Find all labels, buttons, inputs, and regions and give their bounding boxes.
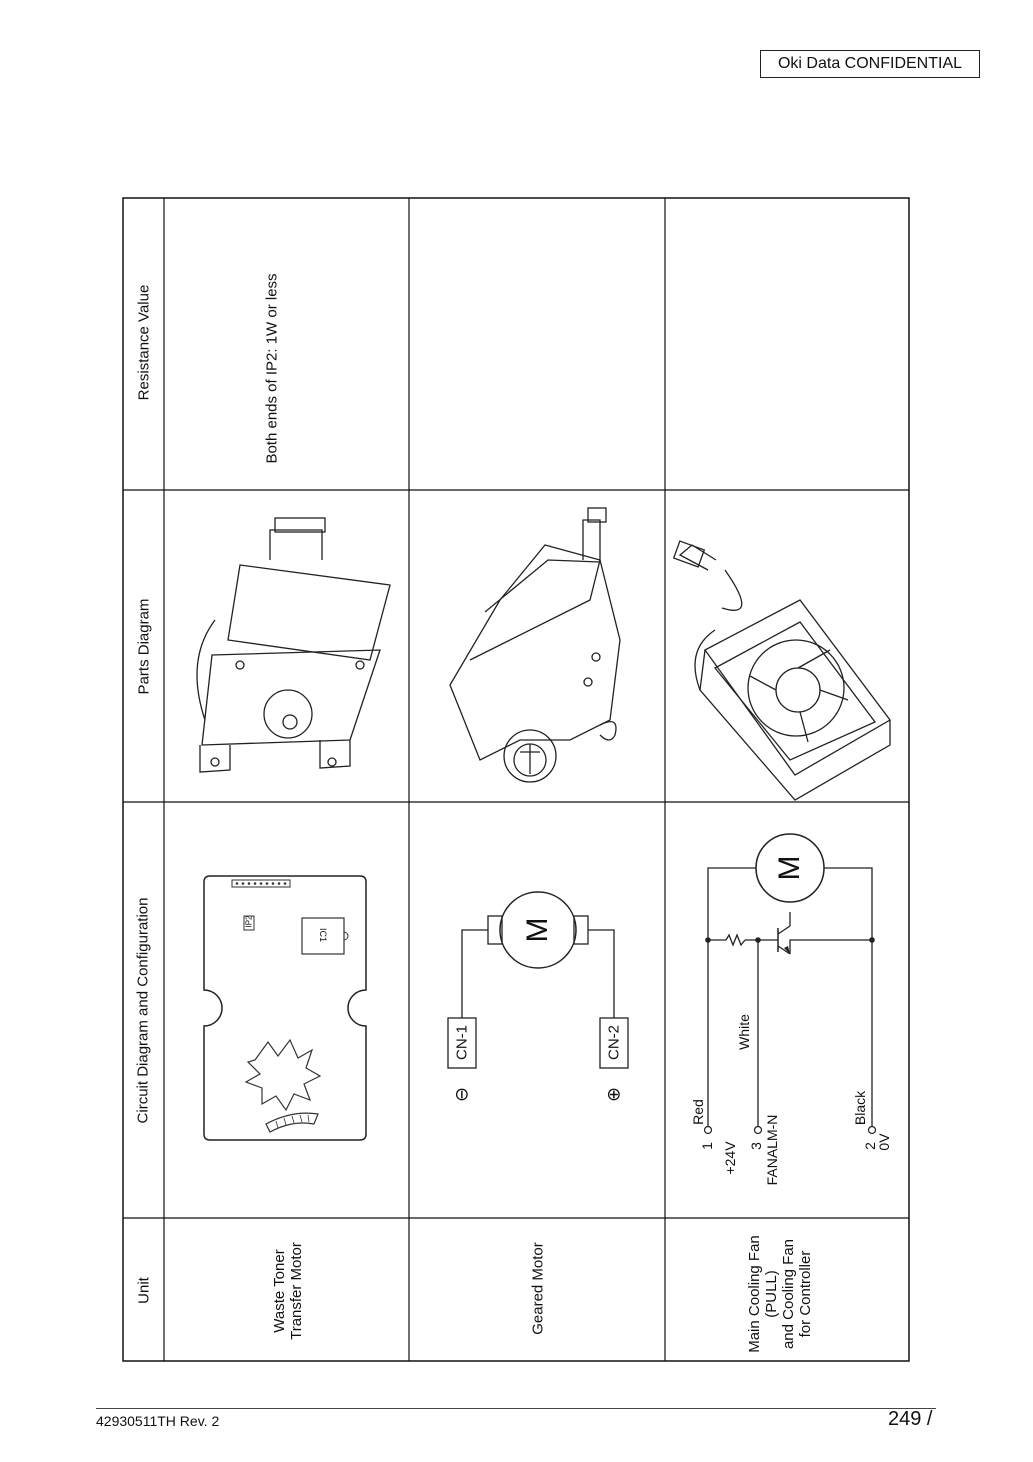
ip2-label: IP2 (244, 915, 254, 928)
document-id: 42930511TH Rev. 2 (96, 1413, 220, 1429)
plus-terminal-icon: ⊕ (603, 1086, 624, 1103)
header-unit: Unit (135, 1277, 153, 1304)
geared-motor-m: M (521, 917, 554, 943)
unit-waste-toner: Waste Toner Transfer Motor (271, 1242, 305, 1340)
footer-rule (96, 1408, 936, 1409)
minus-terminal-icon: ⊖ (451, 1086, 472, 1103)
unit-cooling-fan: Main Cooling Fan (PULL) and Cooling Fan … (746, 1235, 814, 1353)
pin1-label: 1 (699, 1142, 715, 1150)
ic1-label: IC1 (318, 927, 328, 942)
header-circuit: Circuit Diagram and Configuration (134, 897, 152, 1124)
pin1-voltage: +24V (722, 1141, 738, 1175)
resistance-value-row-1: Both ends of IP2: 1W or less (263, 273, 281, 464)
pin3-label: 3 (748, 1142, 764, 1150)
header-resistance: Resistance Value (135, 284, 153, 401)
pin3-signal: FANALM-N (764, 1114, 780, 1186)
wire-red-label: Red (690, 1099, 706, 1125)
confidential-label: Oki Data CONFIDENTIAL (760, 50, 980, 78)
fan-motor-m: M (773, 855, 806, 881)
page-number: 249 / (888, 1408, 933, 1430)
pin2-voltage: 0V (876, 1133, 892, 1151)
cn1-label: CN-1 (453, 1025, 471, 1061)
wire-black-label: Black (852, 1090, 868, 1126)
cn2-label: CN-2 (605, 1025, 623, 1061)
wire-white-label: White (736, 1014, 752, 1050)
unit-geared-motor: Geared Motor (529, 1242, 547, 1335)
header-parts: Parts Diagram (135, 598, 153, 695)
